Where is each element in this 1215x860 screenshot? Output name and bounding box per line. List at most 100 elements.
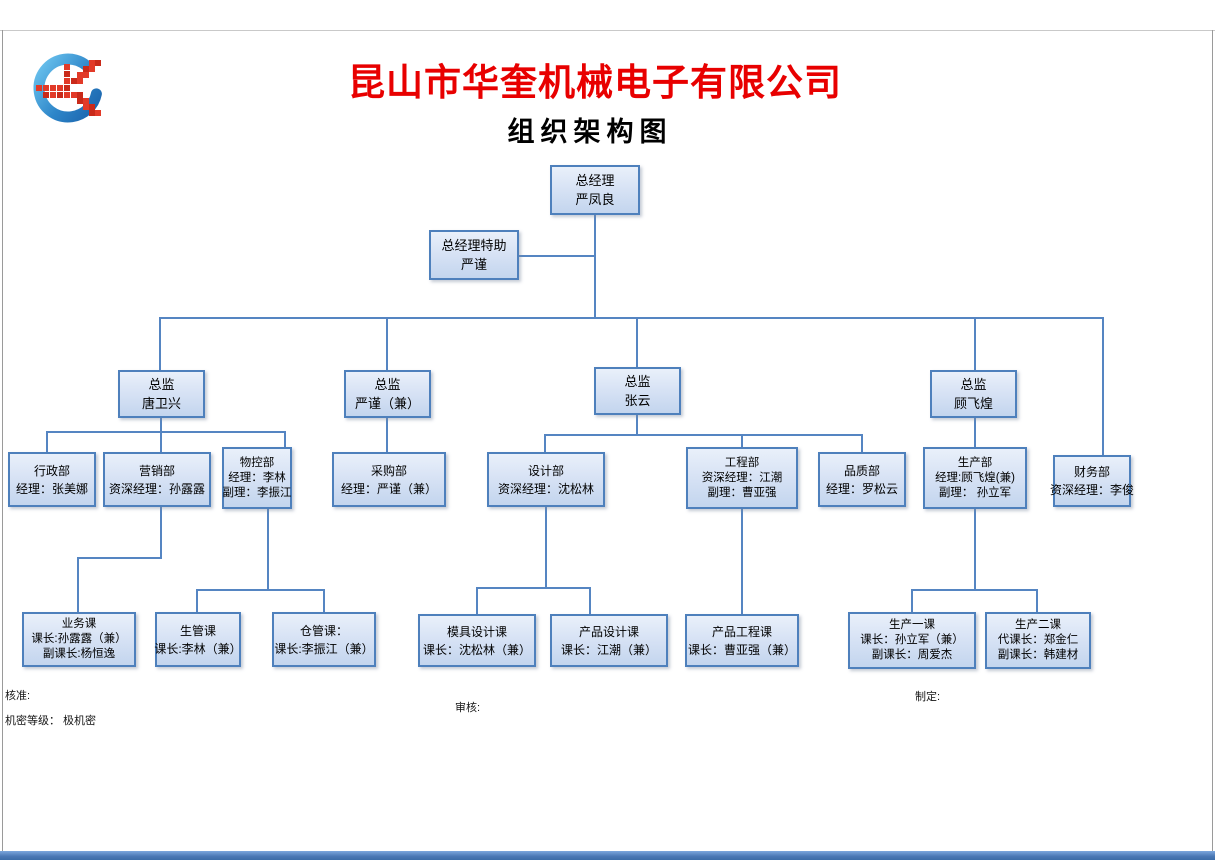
connector-line [594,214,596,319]
org-node-text: 课长:孙露露（兼） [31,633,127,645]
connector-line [160,431,162,453]
org-node-text: 资深经理：沈松林 [497,481,594,496]
org-node-dept-quality[interactable]: 品质部经理：罗松云 [818,452,906,507]
footer-review-label: 审核: [455,702,481,714]
org-node-dept-material-control[interactable]: 物控部经理：李林副理：李振江 [222,447,292,509]
org-node-text: 经理:顾飞煌(兼) [935,471,1015,484]
org-node-text: 财务部 [1073,465,1110,479]
org-node-director-zhangyun[interactable]: 总监张云 [594,367,681,415]
connector-line [911,589,913,613]
org-node-text: 严谨（兼） [354,396,420,411]
org-node-dept-engineering[interactable]: 工程部资深经理：江潮副理：曹亚强 [686,447,798,509]
org-node-text: 采购部 [370,463,407,478]
org-node-director-tangweixing[interactable]: 总监唐卫兴 [118,370,205,418]
org-node-text: 经理：罗松云 [825,481,898,496]
connector-line [636,317,638,368]
connector-line [77,557,79,613]
connector-line [476,587,591,589]
org-node-dept-marketing[interactable]: 营销部资深经理：孙露露 [103,452,211,507]
org-node-text: 课长：江潮（兼） [560,642,657,657]
org-node-text: 课长:李林（兼） [154,641,242,656]
org-node-sec-production-1[interactable]: 生产一课课长：孙立军（兼） 副课长：周爱杰 [848,612,976,669]
connector-line [911,589,1038,591]
connector-line [974,317,976,371]
org-node-text: 生产一课 [889,619,935,631]
connector-line [267,508,269,591]
page-frame-left [2,30,3,851]
org-node-text: 副理：李振江 [222,486,292,499]
org-node-text: 资深经理：李俊 [1050,483,1135,497]
org-node-dept-production[interactable]: 生产部经理:顾飞煌(兼)副理： 孙立军 [923,447,1027,509]
org-node-text: 资深经理：孙露露 [108,481,205,496]
company-title: 昆山市华奎机械电子有限公司 [348,63,842,104]
connector-line [284,431,286,448]
org-node-gm[interactable]: 总经理严凤良 [550,165,640,215]
org-node-sec-product-design[interactable]: 产品设计课课长：江潮（兼） [550,614,668,667]
connector-line [476,587,478,615]
org-node-text: 课长：沈松林（兼） [422,642,531,657]
chart-subtitle: 组织架构图 [507,117,673,147]
org-node-text: 工程部 [724,456,760,469]
connector-line [386,317,388,371]
org-node-text: 生管课 [179,623,216,638]
org-node-text: 经理：李林 [228,471,286,484]
org-node-dept-purchasing[interactable]: 采购部经理：严谨（兼） [332,452,446,507]
connector-line [386,417,388,453]
org-node-sec-warehouse[interactable]: 仓管课： 课长:李振江（兼） [272,612,376,667]
connector-line [323,589,325,613]
org-node-dept-finance[interactable]: 财务部资深经理：李俊 [1050,455,1135,507]
org-node-dept-design[interactable]: 设计部资深经理：沈松林 [487,452,605,507]
org-node-gm-assistant[interactable]: 总经理特助严谨 [429,230,519,280]
footer-approve-label: 核准: [5,690,31,702]
connector-line [46,431,48,453]
org-node-text: 总监 [960,377,987,392]
org-node-text: 副课长：韩建材 [997,649,1079,661]
connector-line [159,317,1104,319]
org-node-text: 总监 [624,374,651,389]
footer-secrecy-label: 机密等级： 极机密 [5,715,97,727]
connector-line [974,417,976,448]
org-node-sec-mold-design[interactable]: 模具设计课课长：沈松林（兼） [418,614,536,667]
org-node-text: 副课长：周爱杰 [871,649,953,661]
org-node-text: 生产二课 [1015,619,1061,631]
connector-line [160,417,162,433]
connector-line [741,508,743,615]
org-node-director-yanjin[interactable]: 总监严谨（兼） [344,370,431,418]
window-bottom-bar [0,851,1215,860]
org-node-sec-production-mgmt[interactable]: 生管课课长:李林（兼） [154,612,242,667]
org-node-sec-production-2[interactable]: 生产二课代课长：郑金仁副课长：韩建材 [985,612,1091,669]
org-node-text: 生产部 [957,456,993,469]
connector-line [46,431,286,433]
org-node-text: 副理：曹亚强 [707,486,777,499]
org-node-text: 顾飞煌 [953,396,993,411]
org-node-text: 物控部 [239,456,275,469]
connector-line [544,434,863,436]
logo-pixel-k [36,60,101,116]
org-node-dept-admin[interactable]: 行政部经理：张美娜 [8,452,96,507]
org-node-director-gufeihuang[interactable]: 总监顾飞煌 [930,370,1017,418]
org-node-text: 业务课 [61,618,97,630]
org-node-text: 设计部 [527,463,564,478]
org-node-text: 仓管课： [299,623,348,638]
org-node-sec-product-eng[interactable]: 产品工程课课长：曹亚强（兼） [685,614,799,667]
connector-line [160,506,162,559]
org-node-text: 课长：曹亚强（兼） [687,642,796,657]
org-node-text: 严凤良 [575,192,615,207]
org-node-sec-business[interactable]: 业务课课长:孙露露（兼） 副课长:杨恒逸 [22,612,136,667]
connector-line [1102,317,1104,456]
org-node-text: 行政部 [33,463,70,478]
org-node-text: 副课长:杨恒逸 [42,648,116,660]
org-node-text: 课长：孙立军（兼） [860,634,964,646]
connector-line [741,434,743,448]
company-logo-icon [33,53,103,123]
connector-line [861,434,863,453]
connector-line [518,255,596,257]
connector-line [545,506,547,589]
connector-line [544,434,546,453]
org-node-text: 总经理特助 [441,238,507,253]
org-node-text: 总经理 [575,173,615,188]
org-node-text: 课长:李振江（兼） [274,641,374,656]
connector-line [196,589,325,591]
connector-line [636,414,638,436]
